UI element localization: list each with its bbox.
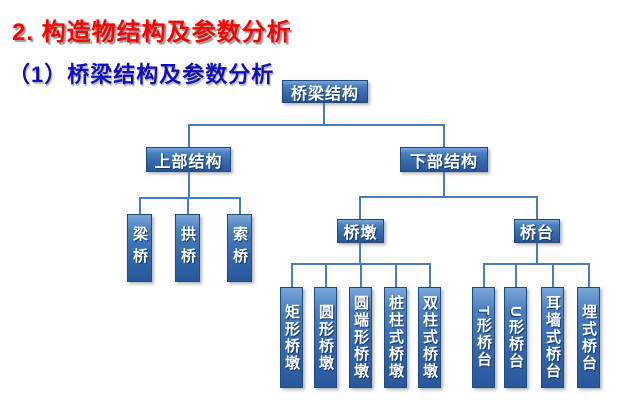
connector-line <box>483 263 485 288</box>
node-round-ended-pier: 圆端形桥墩 <box>349 287 372 388</box>
connector-line <box>188 171 190 199</box>
node-wing-wall-abutment: 耳墙式桥台 <box>541 287 564 388</box>
connector-line <box>429 263 431 288</box>
node-label: 拱桥 <box>179 226 196 270</box>
connector-line <box>139 197 241 199</box>
node-label: U形桥台 <box>507 305 524 370</box>
node-label: 梁桥 <box>131 226 148 270</box>
connector-line <box>325 263 327 288</box>
node-arch-bridge: 拱桥 <box>175 214 200 282</box>
node-label: 桩柱式桥墩 <box>387 295 404 380</box>
connector-line <box>515 263 517 288</box>
node-label: 矩形桥墩 <box>283 303 300 372</box>
node-u-shaped-abutment: U形桥台 <box>504 287 527 388</box>
node-label: 索桥 <box>231 226 248 270</box>
connector-line <box>483 263 590 265</box>
connector-line <box>359 196 361 220</box>
node-cable-bridge: 索桥 <box>227 214 252 282</box>
node-label: 埋式桥台 <box>580 303 597 372</box>
connector-line <box>239 197 241 215</box>
node-buried-abutment: 埋式桥台 <box>577 287 600 388</box>
node-bridge-structure: 桥梁结构 <box>282 80 368 103</box>
connector-line <box>360 263 362 288</box>
connector-line <box>188 124 190 148</box>
node-label: 圆端形桥墩 <box>352 295 369 380</box>
node-double-column-pier: 双柱式桥墩 <box>418 287 441 388</box>
node-label: 双柱式桥墩 <box>421 295 438 380</box>
section-subtitle: （1）桥梁结构及参数分析 <box>8 62 275 87</box>
connector-line <box>536 242 538 264</box>
node-circular-pier: 圆形桥墩 <box>314 287 337 388</box>
connector-line <box>359 242 361 264</box>
connector-line <box>552 263 554 288</box>
node-rect-pier: 矩形桥墩 <box>280 287 303 388</box>
connector-line <box>588 263 590 288</box>
node-label: T形桥台 <box>475 306 492 369</box>
node-label: 圆形桥墩 <box>317 303 334 372</box>
node-substructure: 下部结构 <box>400 147 488 172</box>
connector-line <box>323 102 325 125</box>
node-label: 耳墙式桥台 <box>544 295 561 380</box>
connector-line <box>395 263 397 288</box>
node-beam-bridge: 梁桥 <box>127 214 152 282</box>
node-pier: 桥墩 <box>337 219 384 243</box>
connector-line <box>443 124 445 148</box>
page-title: 2. 构造物结构及参数分析 <box>12 19 292 46</box>
connector-line <box>359 196 538 198</box>
connector-line <box>139 197 141 215</box>
connector-line <box>187 197 189 215</box>
connector-line <box>536 196 538 220</box>
connector-line <box>443 171 445 197</box>
node-superstructure: 上部结构 <box>146 147 231 172</box>
connector-line <box>291 263 293 288</box>
connector-line <box>188 124 445 126</box>
node-t-shaped-abutment: T形桥台 <box>472 287 495 388</box>
node-abutment: 桥台 <box>514 219 560 243</box>
node-pile-column-pier: 桩柱式桥墩 <box>384 287 407 388</box>
